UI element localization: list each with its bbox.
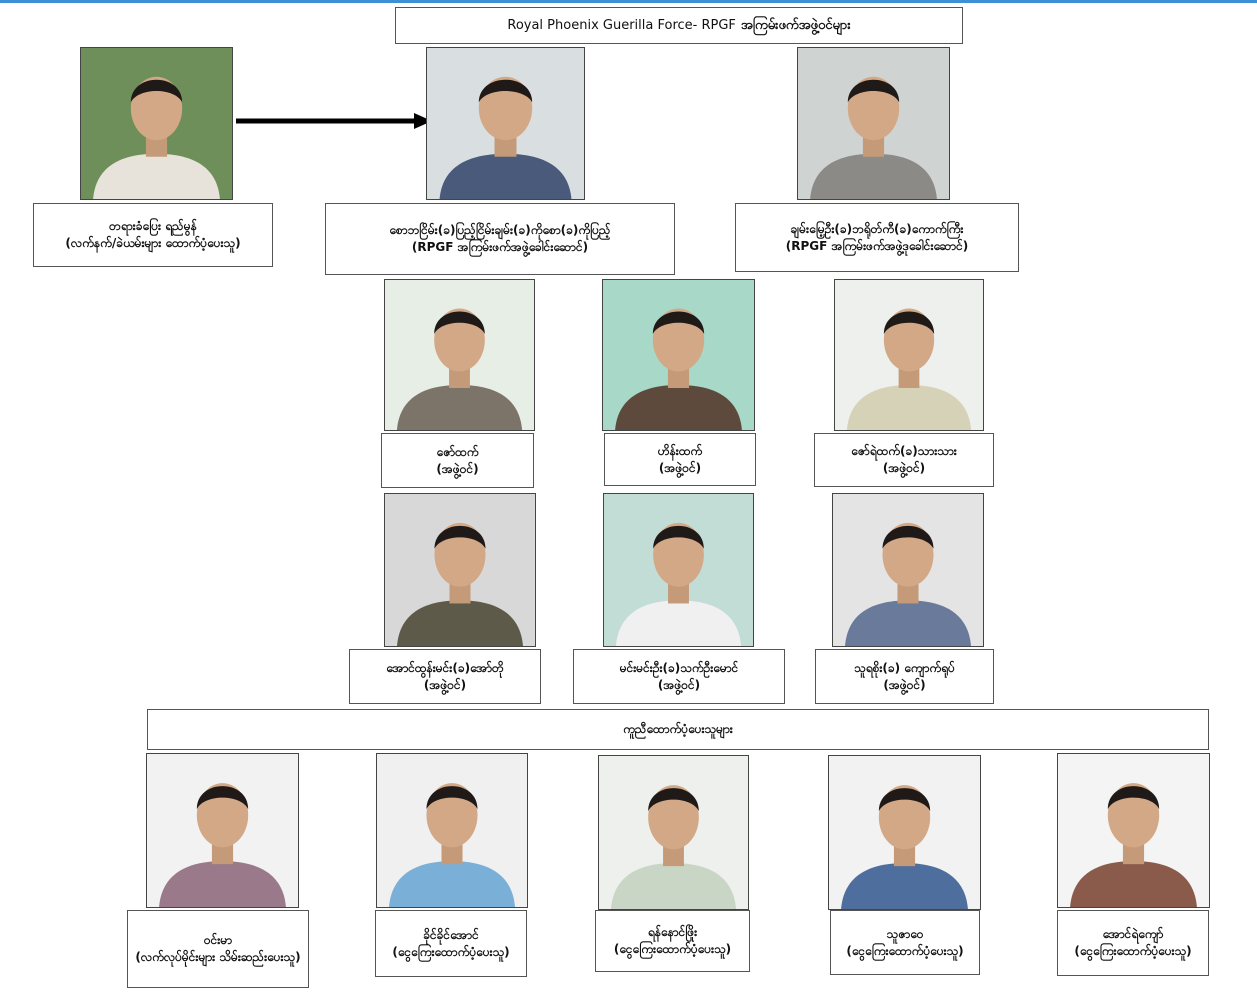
top-accent-line <box>0 0 1257 3</box>
head-role: (RPGF အကြမ်းဖက်အဖွဲ့ခေါင်းဆောင်) <box>411 240 589 254</box>
member-photo <box>384 279 535 431</box>
leader-photo <box>80 47 233 200</box>
member-photo <box>603 493 754 647</box>
member-role: (အဖွဲ့ဝင်) <box>657 677 701 692</box>
member-label: သူရစိုး(ခ) ကျောက်ရုပ် (အဖွဲ့ဝင်) <box>815 649 994 704</box>
supporter-label: ဝင်းမာ (လက်လုပ်မိုင်းများ သိမ်းဆည်းပေးသူ… <box>127 910 309 988</box>
member-photo <box>832 493 984 647</box>
member-name: မင်းမင်းဦး(ခ)သက်ဦးမောင် <box>619 660 739 675</box>
supporter-photo <box>146 753 299 908</box>
supporters-header: ကူညီထောက်ပံ့ပေးသူများ <box>147 709 1209 750</box>
chart-title: Royal Phoenix Guerilla Force- RPGF အကြမ်… <box>395 7 963 44</box>
member-role: (အဖွဲ့ဝင်) <box>882 461 926 475</box>
deputy-label: ချမ်းမြေ့ဦး(ခ)ဘရိုတ်ကီ(ခ)ကောက်ကြီး (RPGF… <box>735 203 1019 272</box>
supporter-role: (ငွေကြေးထောက်ပံ့ပေးသူ) <box>613 942 732 956</box>
head-label: စောဘငြိမ်း(ခ)ပြည့်ငြိမ်းချမ်း(ခ)ကိုစော(ခ… <box>325 203 675 275</box>
supporter-photo <box>828 755 981 910</box>
leader-label: တရားခံပြေး ရည်မွန် (လက်နက်/ခဲယမ်းများ ထေ… <box>33 203 273 267</box>
leader-name: တရားခံပြေး ရည်မွန် <box>109 219 197 233</box>
supporter-role: (ငွေကြေးထောက်ပံ့ပေးသူ) <box>392 944 510 959</box>
member-name: ဟိန်းထက် <box>657 443 703 458</box>
supporter-name: အောင်ရဲကျော် <box>1102 927 1164 941</box>
title-myanmar: အကြမ်းဖက်အဖွဲ့ဝင်များ <box>740 18 851 33</box>
supporter-label: အောင်ရဲကျော် (ငွေကြေးထောက်ပံ့ပေးသူ) <box>1057 910 1209 976</box>
supporter-role: (ငွေကြေးထောက်ပံ့ပေးသူ) <box>1074 944 1192 958</box>
supporter-photo <box>1057 753 1210 908</box>
member-name: ဇော်ရဲထက်(ခ)သားသား <box>851 444 957 458</box>
member-role: (အဖွဲ့ဝင်) <box>423 677 467 692</box>
member-role: (အဖွဲ့ဝင်) <box>658 460 702 475</box>
head-photo <box>426 47 585 200</box>
member-label: ဇော်ထက် (အဖွဲ့ဝင်) <box>381 433 534 488</box>
supporter-name: သူဇာဝေ <box>886 926 924 941</box>
member-role: (အဖွဲ့ဝင်) <box>883 677 926 692</box>
member-name: ဇော်ထက် <box>436 444 479 459</box>
supporter-name: ဝင်းမာ <box>203 933 233 947</box>
member-label: မင်းမင်းဦး(ခ)သက်ဦးမောင် (အဖွဲ့ဝင်) <box>573 649 785 704</box>
supporter-name: ရန်နောင်ဖြိုး <box>647 925 698 939</box>
member-photo <box>834 279 984 431</box>
supporter-label: ရန်နောင်ဖြိုး (ငွေကြေးထောက်ပံ့ပေးသူ) <box>595 910 750 972</box>
supporters-title: ကူညီထောက်ပံ့ပေးသူများ <box>623 722 733 736</box>
member-photo <box>602 279 755 431</box>
deputy-role: (RPGF အကြမ်းဖက်အဖွဲ့ဒုခေါင်းဆောင်) <box>785 238 969 253</box>
supporter-role: (ငွေကြေးထောက်ပံ့ပေးသူ) <box>846 943 964 958</box>
member-label: အောင်ထွန်းမင်း(ခ)အော်တို (အဖွဲ့ဝင်) <box>349 649 541 704</box>
leader-role: (လက်နက်/ခဲယမ်းများ ထောက်ပံ့ပေးသူ) <box>65 236 241 250</box>
member-name: အောင်ထွန်းမင်း(ခ)အော်တို <box>386 660 504 675</box>
member-label: ဟိန်းထက် (အဖွဲ့ဝင်) <box>604 433 756 486</box>
member-photo <box>384 493 536 647</box>
supporter-label: ခိုင်ခိုင်အောင် (ငွေကြေးထောက်ပံ့ပေးသူ) <box>375 910 527 977</box>
member-role: (အဖွဲ့ဝင်) <box>436 461 479 476</box>
member-label: ဇော်ရဲထက်(ခ)သားသား (အဖွဲ့ဝင်) <box>814 433 994 487</box>
title-english: Royal Phoenix Guerilla Force- RPGF <box>507 18 736 33</box>
deputy-photo <box>797 47 950 200</box>
head-name: စောဘငြိမ်း(ခ)ပြည့်ငြိမ်းချမ်း(ခ)ကိုစော(ခ… <box>389 223 611 237</box>
supporter-label: သူဇာဝေ (ငွေကြေးထောက်ပံ့ပေးသူ) <box>830 910 980 975</box>
supporter-photo <box>598 755 749 910</box>
supporter-role: (လက်လုပ်မိုင်းများ သိမ်းဆည်းပေးသူ) <box>135 950 301 964</box>
supporter-photo <box>376 753 528 908</box>
deputy-name: ချမ်းမြေ့ဦး(ခ)ဘရိုတ်ကီ(ခ)ကောက်ကြီး <box>790 221 964 236</box>
member-name: သူရစိုး(ခ) ကျောက်ရုပ် <box>854 660 955 675</box>
supporter-name: ခိုင်ခိုင်အောင် <box>423 927 479 942</box>
arrow-icon <box>236 113 432 129</box>
